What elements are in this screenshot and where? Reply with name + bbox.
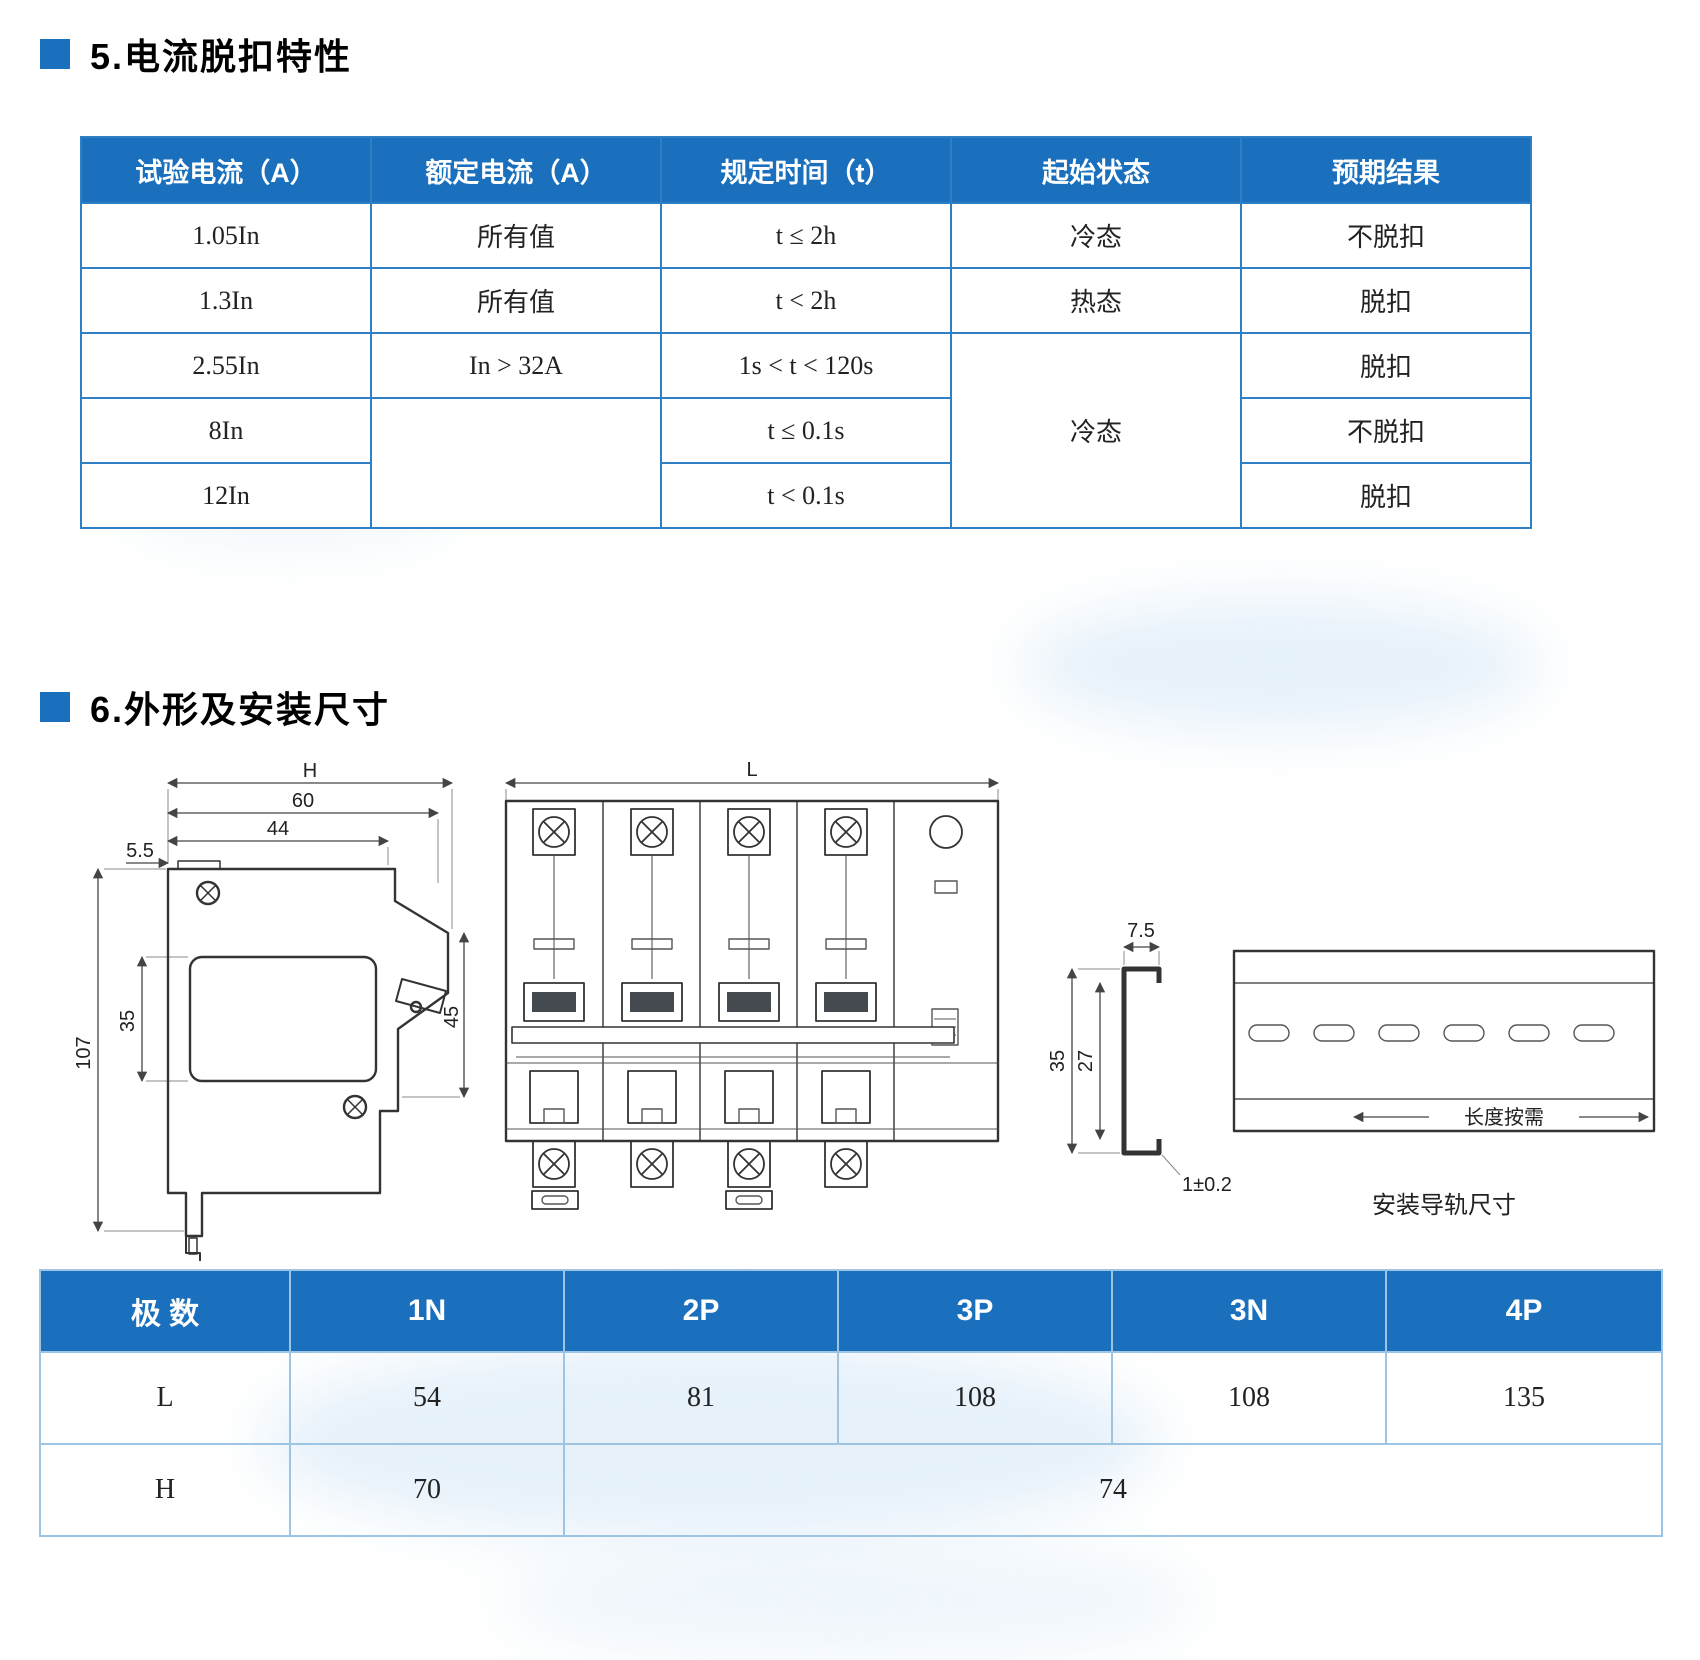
pole-cell: L [39, 1351, 291, 1445]
pole-header-row: 极 数 1N 2P 3P 3N 4P [39, 1269, 1663, 1353]
rail-front-view [1232, 949, 1656, 1133]
pole-col-header: 4P [1385, 1269, 1663, 1353]
section-6-heading: 6.外形及安装尺寸 [40, 681, 1700, 733]
module-details [533, 855, 959, 1046]
front-view-dimensions: L [504, 761, 1000, 805]
trip-cell: 冷态 [950, 202, 1242, 269]
trip-row: 8In t ≤ 0.1s 不脱扣 [80, 397, 1532, 529]
rail-cross-section [1121, 966, 1162, 1156]
pole-cell: 70 [289, 1443, 565, 1537]
dim-label-45: 45 [441, 1006, 463, 1028]
pole-col-header: 3P [837, 1269, 1113, 1353]
lower-terminals [506, 1062, 998, 1130]
trip-col-header: 规定时间（t） [660, 136, 952, 204]
screw-icon [195, 880, 221, 906]
trip-cell: 不脱扣 [1240, 202, 1532, 269]
trip-cell-merged-empty [370, 397, 662, 529]
side-view-dimensions: H 60 44 5.5 107 35 45 [73, 761, 470, 1233]
breaker-side-outline [166, 860, 450, 1261]
watermark-shape [500, 1540, 1200, 1660]
dim-label-7.5: 7.5 [1127, 920, 1155, 942]
section-bullet-icon [40, 692, 70, 722]
trip-row: 1.3In 所有值 t < 2h 热态 脱扣 [80, 267, 1532, 334]
section-5-heading: 5.电流脱扣特性 [0, 0, 1700, 80]
section-6-title: 6.外形及安装尺寸 [90, 689, 391, 730]
dim-label-5.5: 5.5 [126, 840, 154, 862]
pole-cell: 108 [1111, 1351, 1387, 1445]
dim-label-107: 107 [73, 1036, 95, 1069]
toggle-handles [511, 982, 955, 1058]
trip-cell-merged-cold-state: 冷态 [950, 332, 1242, 529]
trip-cell: 1s < t < 120s [660, 332, 952, 399]
pole-cell-merged: 74 [563, 1443, 1663, 1537]
trip-row: 1.05In 所有值 t ≤ 2h 冷态 不脱扣 [80, 202, 1532, 269]
datasheet-page: 5.电流脱扣特性 试验电流（A） 额定电流（A） 规定时间（t） 起始状态 预期… [0, 0, 1700, 1537]
pole-row-L: L 54 81 108 108 135 [39, 1351, 1663, 1445]
trip-cell: t < 0.1s [660, 462, 952, 529]
trip-cell: 12In [80, 462, 372, 529]
trip-col-header: 试验电流（A） [80, 136, 372, 204]
pole-cell: 81 [563, 1351, 839, 1445]
trip-characteristics-table: 试验电流（A） 额定电流（A） 规定时间（t） 起始状态 预期结果 1.05In… [80, 136, 1532, 529]
trip-cell: 1.3In [80, 267, 372, 334]
din-clips [531, 1190, 773, 1210]
trip-cell: 热态 [950, 267, 1242, 334]
trip-cell: 脱扣 [1240, 332, 1532, 399]
bottom-terminals [532, 1140, 868, 1188]
trip-col-header: 额定电流（A） [370, 136, 662, 204]
dim-label-L: L [746, 761, 757, 781]
trip-cell: t < 2h [660, 267, 952, 334]
trip-cell: 1.05In [80, 202, 372, 269]
rail-dimensions: 7.5 35 27 1±0.2 [1047, 920, 1232, 1196]
dim-label-35: 35 [117, 1010, 139, 1032]
pole-cell: 108 [837, 1351, 1113, 1445]
trip-cell: 脱扣 [1240, 267, 1532, 334]
trip-cell: 8In [80, 397, 372, 464]
trip-row: 12In t < 0.1s 脱扣 [80, 462, 1532, 529]
section-5-title: 5.电流脱扣特性 [90, 36, 353, 77]
dim-label-27: 27 [1075, 1050, 1097, 1072]
din-clip [185, 1236, 201, 1261]
trip-col-header: 起始状态 [950, 136, 1242, 204]
toggle-lever [395, 978, 447, 1014]
trip-cell: t ≤ 0.1s [660, 397, 952, 464]
trip-cell: 所有值 [370, 267, 662, 334]
trip-cell: 不脱扣 [1240, 397, 1532, 464]
side-view-drawing: H 60 44 5.5 107 35 45 [73, 761, 470, 1261]
pole-col-header: 3N [1111, 1269, 1387, 1353]
pole-col-header: 2P [563, 1269, 839, 1353]
front-view-drawing: L [504, 761, 1000, 1210]
trip-cell: 脱扣 [1240, 462, 1532, 529]
screw-icon [342, 1094, 368, 1120]
rail-caption: 安装导轨尺寸 [1372, 1192, 1516, 1219]
rail-length-note: 长度按需 [1464, 1106, 1544, 1129]
trip-cell: 所有值 [370, 202, 662, 269]
pole-cell: 54 [289, 1351, 565, 1445]
pole-col-header: 极 数 [39, 1269, 291, 1353]
pole-cell: H [39, 1443, 291, 1537]
top-terminals [532, 808, 963, 856]
trip-cell: t ≤ 2h [660, 202, 952, 269]
section-bullet-icon [40, 39, 70, 69]
trip-cell: 2.55In [80, 332, 372, 399]
dimension-drawings: H 60 44 5.5 107 35 45 [50, 761, 1700, 1261]
trip-col-header: 预期结果 [1240, 136, 1532, 204]
trip-header-row: 试验电流（A） 额定电流（A） 规定时间（t） 起始状态 预期结果 [80, 136, 1532, 204]
dim-label-thickness: 1±0.2 [1182, 1174, 1232, 1196]
dim-label-60: 60 [292, 790, 314, 812]
dim-label-44: 44 [267, 818, 289, 840]
trip-cell: In > 32A [370, 332, 662, 399]
dim-label-H: H [303, 761, 317, 782]
pole-dimension-table: 极 数 1N 2P 3P 3N 4P L 54 81 108 108 135 H… [39, 1269, 1663, 1537]
dim-label-35: 35 [1047, 1050, 1069, 1072]
pole-row-H: H 70 74 [39, 1443, 1663, 1537]
pole-cell: 135 [1385, 1351, 1663, 1445]
din-rail-drawing: 7.5 35 27 1±0.2 [1047, 920, 1656, 1219]
rail-block: 7.5 35 27 1±0.2 [1024, 891, 1684, 1236]
breaker-front-outline [504, 799, 1000, 1210]
watermark-shape [1020, 600, 1540, 730]
trip-row: 2.55In In > 32A 1s < t < 120s 冷态 脱扣 [80, 332, 1532, 529]
pole-col-header: 1N [289, 1269, 565, 1353]
